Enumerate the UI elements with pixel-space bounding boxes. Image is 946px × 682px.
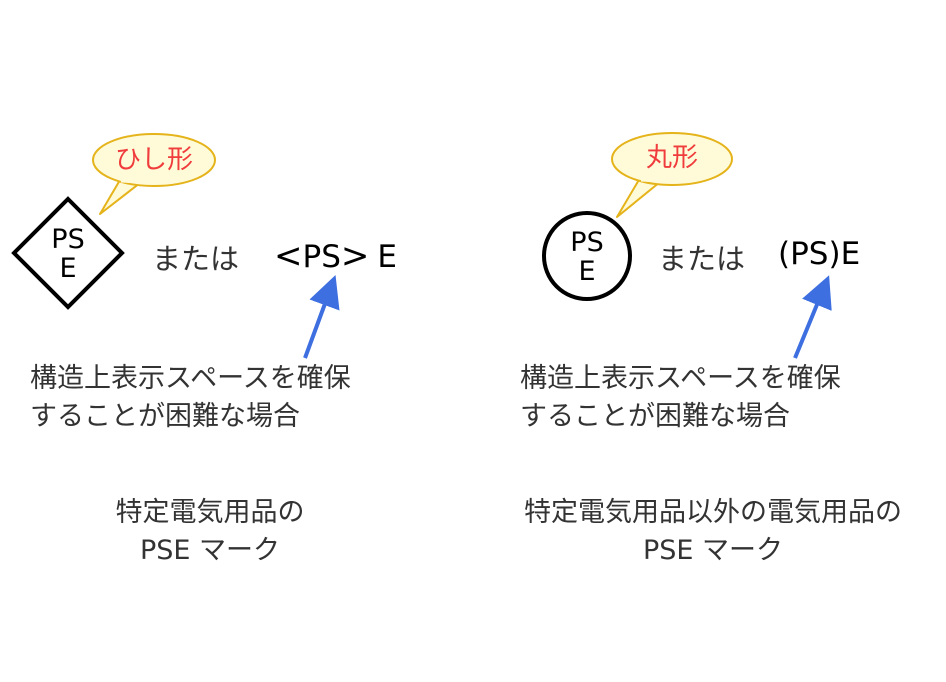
- alt-mark-e: E: [377, 239, 397, 275]
- caption-line-1: 特定電気用品の: [115, 497, 305, 528]
- left-arrow-icon: [303, 274, 340, 359]
- note-line-1: 構造上表示スペースを確保: [30, 363, 351, 394]
- or-text: または: [658, 242, 746, 276]
- note-line-1: 構造上表示スペースを確保: [520, 363, 841, 394]
- alt-text-mark: (PS)E: [778, 236, 860, 272]
- right-speech-bubble: [611, 132, 733, 218]
- circle-pse-mark-outline: [542, 211, 632, 301]
- alt-mark-ps: PS: [302, 239, 341, 275]
- mark-line-ps: PS: [51, 224, 85, 255]
- alt-mark-ps: PS: [790, 236, 829, 272]
- caption-line-2: PSE マーク: [139, 535, 281, 566]
- mark-line-ps: PS: [570, 227, 604, 258]
- alt-text-mark: <PS>E: [274, 236, 397, 276]
- left-bubble-label: ひし形: [114, 145, 193, 175]
- left-speech-bubble: [92, 133, 216, 215]
- right-bubble-label: 丸形: [645, 143, 698, 173]
- paren-open: (: [778, 236, 791, 272]
- space-constraint-note: 構造上表示スペースを確保 することが困難な場合: [520, 360, 841, 436]
- caption-line-1: 特定電気用品以外の電気用品の: [524, 497, 902, 528]
- angle-open: <: [274, 236, 303, 276]
- left-caption: 特定電気用品の PSE マーク: [40, 494, 380, 570]
- note-line-2: することが困難な場合: [520, 401, 790, 432]
- mark-line-e: E: [578, 256, 596, 287]
- diamond-pse-mark-outline: [11, 196, 125, 310]
- paren-close: ): [828, 236, 841, 272]
- right-caption: 特定電気用品以外の電気用品の PSE マーク: [480, 494, 946, 570]
- alt-mark-e: E: [840, 236, 861, 272]
- right-arrow-icon: [793, 275, 832, 359]
- or-text: または: [152, 242, 240, 276]
- angle-close: >: [340, 236, 370, 276]
- circle-pse-mark: PS E: [557, 228, 617, 286]
- caption-line-2: PSE マーク: [642, 535, 784, 566]
- mark-line-e: E: [59, 253, 77, 284]
- diamond-pse-mark: PS E: [38, 225, 98, 283]
- space-constraint-note: 構造上表示スペースを確保 することが困難な場合: [30, 360, 351, 436]
- note-line-2: することが困難な場合: [30, 401, 300, 432]
